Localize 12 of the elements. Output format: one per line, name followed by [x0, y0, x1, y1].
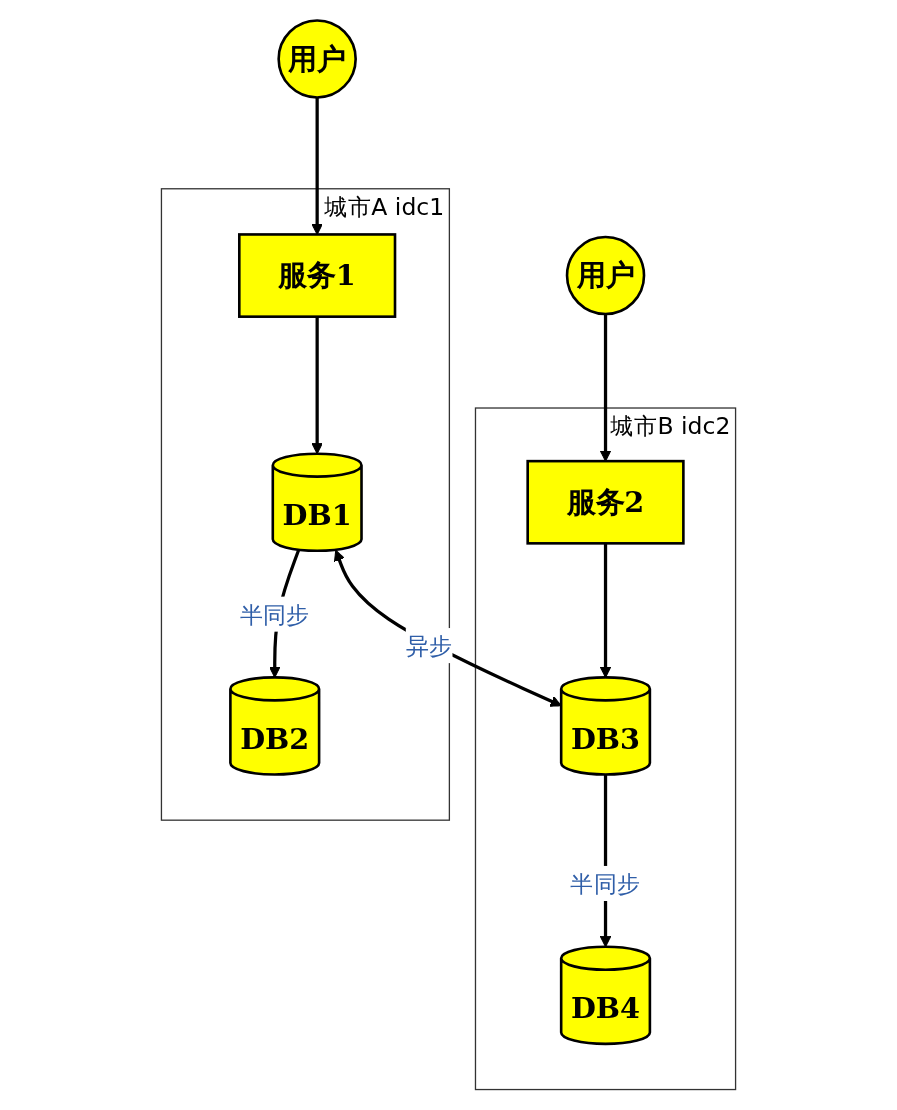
edge-label: 半同步 — [239, 600, 310, 628]
edge-label: 半同步 — [570, 869, 641, 898]
node-box: 服务1 — [238, 233, 397, 318]
node-circle: 用户 — [565, 235, 646, 316]
edge-label: 异步 — [405, 632, 453, 660]
node-box: 服务2 — [526, 459, 685, 545]
arrow — [311, 316, 323, 455]
arrow — [599, 314, 612, 462]
arrow — [599, 543, 612, 678]
arrow — [311, 97, 323, 235]
node-circle: 用户 — [277, 19, 357, 99]
arrow — [333, 549, 562, 707]
